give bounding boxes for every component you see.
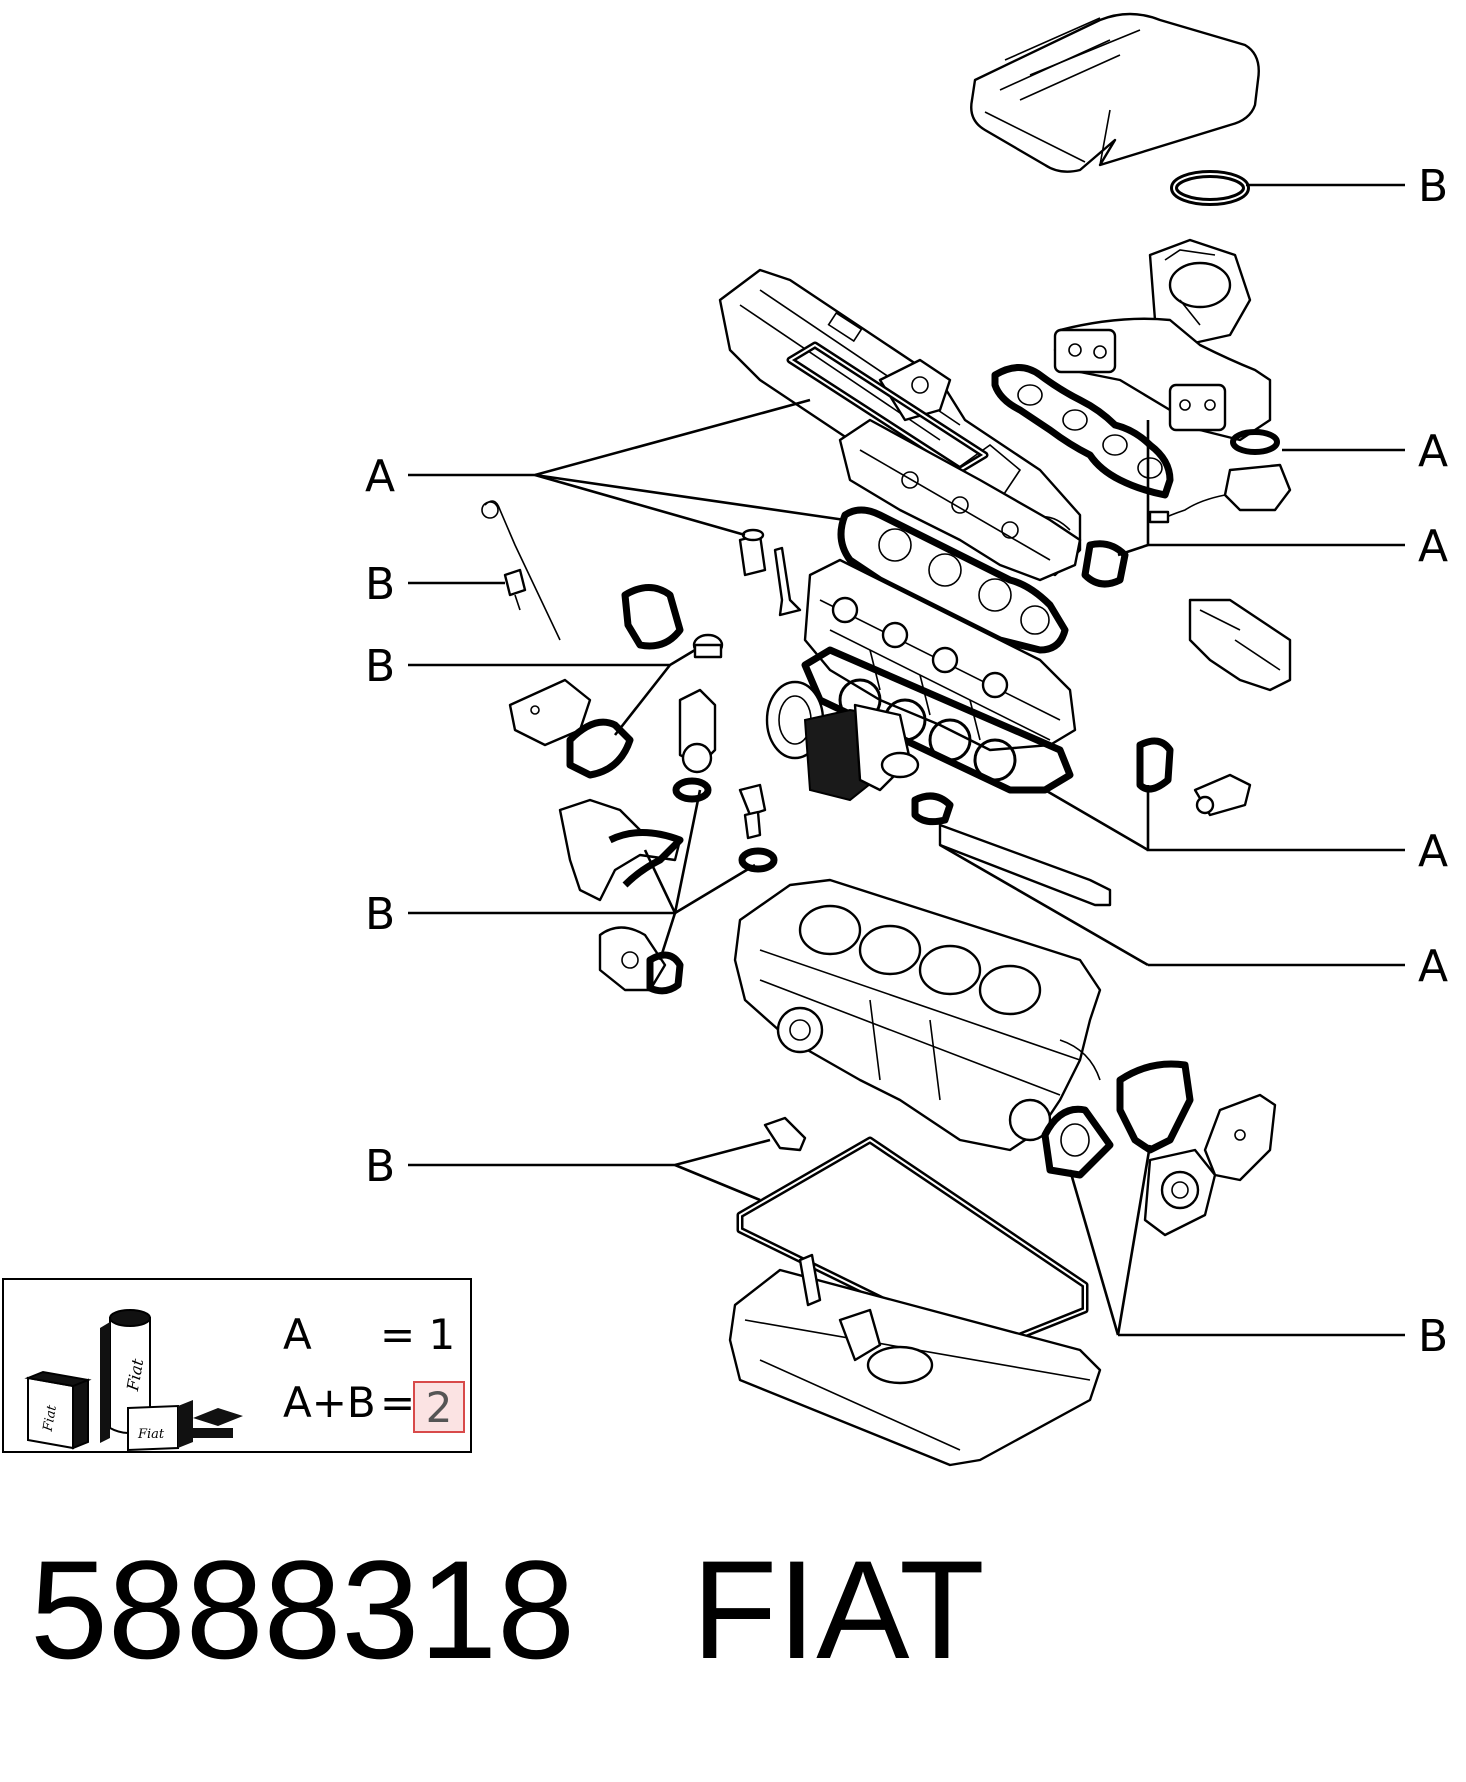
exhaust-flange-gasket (1081, 540, 1129, 588)
air-inlet-ring-gasket (1170, 170, 1250, 206)
o-ring-2 (738, 847, 778, 873)
leader-lines (408, 183, 1405, 1337)
legend-row2-key: A+B (283, 1378, 376, 1427)
callout-a-right-lower-1: A (1418, 826, 1448, 877)
legend-row1-key: A (283, 1310, 312, 1359)
callout-b-left-3: B (365, 889, 395, 940)
intake-manifold (1053, 317, 1272, 442)
thermostat-gasket (1136, 737, 1174, 793)
plug-cap (692, 633, 724, 659)
logo-text-1: Fiat (41, 1403, 61, 1433)
thermostat (1193, 773, 1252, 817)
timing-belt-cover (558, 798, 684, 902)
distributor (1188, 598, 1292, 692)
valve-stem-seal (738, 528, 767, 577)
callout-a-middle-right: A (1418, 521, 1448, 572)
engine-block (733, 878, 1102, 1152)
bolt-part (738, 783, 767, 840)
camshaft-housing (838, 418, 1082, 582)
callout-b-left-4: B (365, 1141, 395, 1192)
callout-b-left-2: B (365, 641, 395, 692)
legend-row1-eq: = 1 (380, 1310, 456, 1359)
o-ring-1 (672, 777, 712, 803)
coolant-pipe-gasket (911, 792, 954, 826)
engine-gasket-exploded-diagram: B A A A B B A B A B B (365, 12, 1448, 1467)
callout-a-left-top: A (365, 451, 395, 502)
sensor-housing-upper-right (1148, 429, 1292, 524)
callout-a-right-lower-2: A (1418, 941, 1448, 992)
oil-pan (728, 1253, 1102, 1467)
cam-carrier-gasket (837, 506, 1069, 654)
oil-pan-gasket (736, 1136, 1089, 1354)
legend-row2-eq: = (380, 1378, 416, 1427)
footer-title: 5888318 FIAT (30, 1540, 985, 1680)
legend-row2-value: 2 (425, 1383, 453, 1432)
oil-dipstick (481, 500, 561, 641)
flange-gasket-left (621, 584, 684, 650)
cover-plate-gasket (566, 718, 634, 779)
logo-text-3: Fiat (137, 1427, 165, 1442)
fiat-packaging-logo-icon: Fiat Fiat Fiat (24, 1309, 243, 1452)
crankshaft-seal-housing (1143, 1148, 1217, 1237)
air-filter-housing (970, 12, 1260, 173)
rear-cover-plate (1203, 1093, 1277, 1182)
water-outlet (678, 688, 717, 774)
callout-b-left-1: B (365, 559, 395, 610)
valve (773, 546, 802, 617)
intake-manifold-gasket (991, 364, 1174, 499)
camshaft-pulley (765, 680, 920, 802)
rocker-cover-gasket (786, 341, 989, 474)
cylinder-head (803, 558, 1077, 752)
callout-a-upper-right: A (1418, 426, 1448, 477)
drain-plug (503, 568, 527, 611)
callout-b-top: B (1418, 161, 1448, 212)
quantity-value-highlight: 2 (413, 1381, 465, 1433)
rear-cover-gasket (1116, 1060, 1194, 1154)
rear-main-seal (1041, 1105, 1114, 1179)
part-number: 5888318 (30, 1531, 576, 1688)
quantity-legend: Fiat Fiat Fiat (2, 1278, 472, 1453)
callout-b-right-bottom: B (1418, 1311, 1448, 1362)
brand-name: FIAT (691, 1531, 985, 1688)
oil-pump-pickup-gasket (763, 1116, 807, 1152)
